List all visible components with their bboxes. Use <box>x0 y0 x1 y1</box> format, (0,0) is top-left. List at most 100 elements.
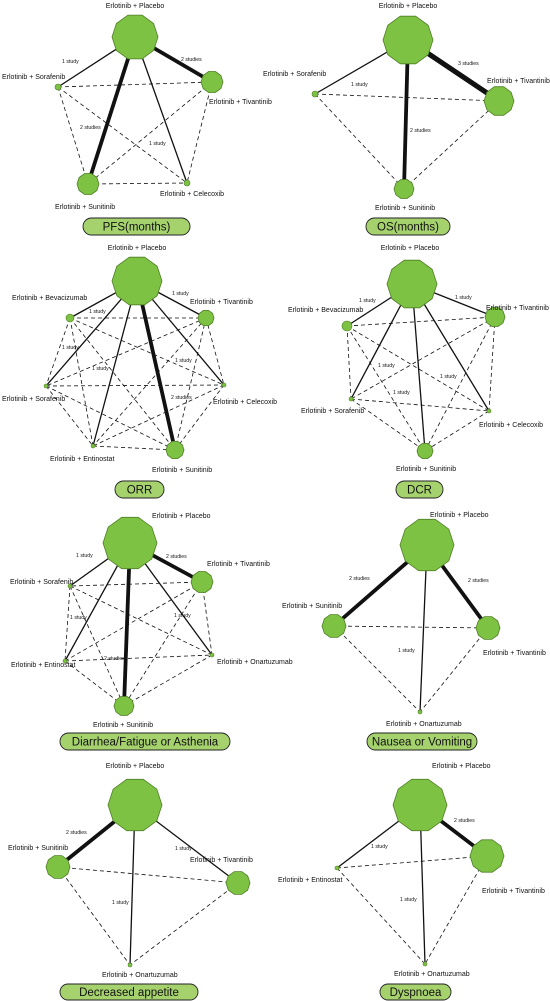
panel-caption-box <box>366 732 478 751</box>
edge-study-label: 1 study <box>393 390 410 396</box>
indirect-comparison-line <box>336 867 426 965</box>
treatment-label-onartuzumab: Erlotinib + Onartuzumab <box>394 971 470 978</box>
treatment-node-placebo <box>102 516 158 570</box>
direct-comparison-line <box>129 804 136 966</box>
indirect-comparison-line <box>186 81 213 184</box>
treatment-node-entinostat <box>90 443 96 449</box>
edge-study-label: 1 study <box>149 141 166 147</box>
treatment-label-celecoxib: Erlotinib + Celecoxib <box>160 191 224 198</box>
edge-study-label: 1 study <box>112 900 129 906</box>
indirect-comparison-line <box>57 86 89 185</box>
treatment-label-placebo: Erlotinib + Placebo <box>379 3 438 10</box>
treatment-node-sunitinib <box>45 855 71 879</box>
treatment-label-placebo: Erlotinib + Placebo <box>106 3 165 10</box>
treatment-label-tivantinib: Erlotinib + Tivantinib <box>190 299 253 306</box>
edge-study-label: 1 study <box>62 59 79 65</box>
treatment-label-celecoxib: Erlotinib + Celecoxib <box>213 399 277 406</box>
indirect-comparison-line <box>69 317 176 451</box>
direct-comparison-line <box>419 544 428 713</box>
treatment-label-tivantinib: Erlotinib + Tivantinib <box>482 888 545 895</box>
indirect-comparison-line <box>123 654 213 707</box>
treatment-label-sunitinib: Erlotinib + Sunitinib <box>152 467 212 474</box>
treatment-label-sunitinib: Erlotinib + Sunitinib <box>55 204 115 211</box>
direct-comparison-line <box>122 541 132 708</box>
treatment-node-sorafenib <box>43 383 49 389</box>
direct-comparison-line <box>411 283 490 412</box>
indirect-comparison-line <box>201 581 213 656</box>
treatment-label-placebo: Erlotinib + Placebo <box>106 763 165 770</box>
treatment-label-tivantinib: Erlotinib + Tivantinib <box>209 99 272 106</box>
treatment-label-sorafenib: Erlotinib + Sorafenib <box>2 74 65 81</box>
treatment-node-sunitinib <box>76 173 100 195</box>
treatment-node-tivantinib <box>484 307 506 327</box>
panel-caption: Diarrhea/Fatigue or Asthenia <box>72 737 219 749</box>
treatment-node-celecoxib <box>486 408 492 414</box>
indirect-comparison-line <box>346 325 426 452</box>
treatment-label-bevacizumab: Erlotinib + Bevacizumab <box>12 295 87 302</box>
edge-study-label: 2 studies <box>80 125 101 131</box>
indirect-comparison-line <box>403 100 500 190</box>
indirect-comparison-line <box>45 317 207 387</box>
treatment-label-onartuzumab: Erlotinib + Onartuzumab <box>217 659 293 666</box>
edge-study-label: 1 study <box>175 358 192 364</box>
edge-study-label: 1 study <box>92 366 109 372</box>
treatment-node-tivantinib <box>469 839 505 873</box>
edge-study-label: 2 studies <box>66 830 87 836</box>
edge-study-label: 1 study <box>398 648 415 654</box>
edge-study-label: 1 study <box>174 613 191 619</box>
direct-comparison-line <box>86 35 137 186</box>
edge-study-label: 1 study <box>89 309 106 315</box>
treatment-label-sorafenib: Erlotinib + Sorafenib <box>10 579 73 586</box>
indirect-comparison-line <box>336 855 488 869</box>
treatment-label-sunitinib: Erlotinib + Sunitinib <box>396 466 456 473</box>
treatment-label-placebo: Erlotinib + Placebo <box>432 763 491 770</box>
treatment-label-placebo: Erlotinib + Placebo <box>108 245 167 252</box>
direct-comparison-line <box>134 36 188 184</box>
indirect-comparison-line <box>57 866 239 884</box>
treatment-label-entinostat: Erlotinib + Entinostat <box>50 456 114 463</box>
treatment-label-sorafenib: Erlotinib + Sorafenib <box>301 408 364 415</box>
indirect-comparison-line <box>174 317 207 451</box>
edge-study-label: 1 study <box>378 363 395 369</box>
indirect-comparison-line <box>57 866 131 966</box>
indirect-comparison-line <box>424 855 488 965</box>
indirect-comparison-line <box>64 585 71 662</box>
edge-study-label: 1 study <box>351 82 368 88</box>
treatment-node-sorafenib <box>348 396 354 402</box>
treatment-node-tivantinib <box>197 309 215 327</box>
panel-caption: DCR <box>407 485 432 497</box>
indirect-comparison-line <box>64 654 213 662</box>
indirect-comparison-line <box>350 398 426 452</box>
treatment-label-entinostat: Erlotinib + Entinostat <box>278 877 342 884</box>
direct-comparison-line <box>135 279 177 452</box>
treatment-node-placebo <box>392 778 448 832</box>
edge-study-label: 1 study <box>440 374 457 380</box>
indirect-comparison-line <box>45 317 71 387</box>
panel-caption-box <box>379 983 452 1001</box>
indirect-comparison-line <box>129 882 239 966</box>
treatment-node-onartuzumab <box>127 962 133 968</box>
indirect-comparison-line <box>69 317 94 447</box>
treatment-node-bevacizumab <box>65 313 75 323</box>
treatment-node-sorafenib <box>54 83 62 91</box>
treatment-label-tivantinib: Erlotinib + Tivantinib <box>190 857 253 864</box>
treatment-node-sunitinib <box>165 440 185 460</box>
treatment-label-tivantinib: Erlotinib + Tivantinib <box>483 650 546 657</box>
edge-study-label: 2 studies <box>410 128 431 134</box>
treatment-node-sorafenib <box>311 90 319 98</box>
treatment-label-celecoxib: Erlotinib + Celecoxib <box>479 422 543 429</box>
indirect-comparison-line <box>64 581 203 662</box>
treatment-node-onartuzumab <box>422 961 428 967</box>
treatment-node-tivantinib <box>200 71 224 93</box>
treatment-label-onartuzumab: Erlotinib + Onartuzumab <box>386 721 462 728</box>
treatment-node-tivantinib <box>190 571 214 593</box>
indirect-comparison-line <box>69 581 203 587</box>
direct-comparison-line <box>419 804 426 965</box>
edge-study-label: 1 study <box>400 897 417 903</box>
treatment-node-placebo <box>111 14 159 60</box>
indirect-comparison-line <box>92 384 225 447</box>
treatment-label-sorafenib: Erlotinib + Sorafenib <box>2 396 65 403</box>
